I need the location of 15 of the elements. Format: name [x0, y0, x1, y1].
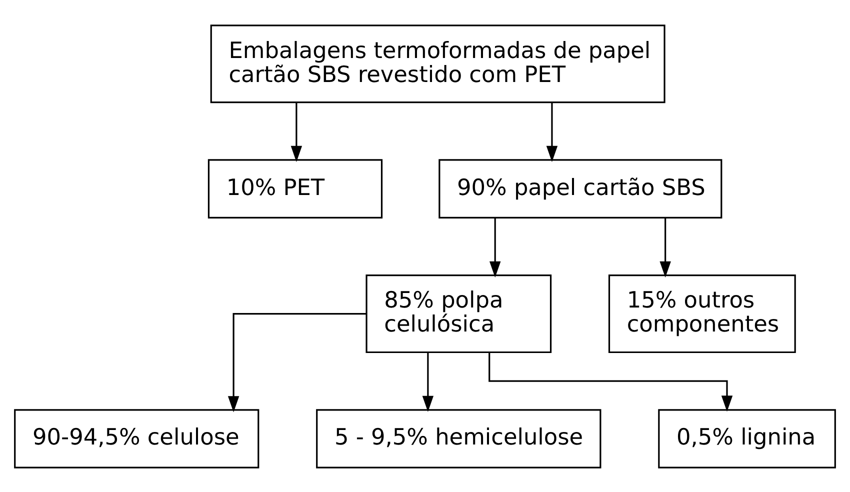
- node-box: 10% PET: [208, 158, 383, 218]
- node-box: Embalagens termoformadas de papel cartão SBS revestido com PET: [210, 24, 666, 103]
- arrow: [228, 312, 366, 412]
- node-box: 0,5% lignina: [658, 408, 836, 468]
- node-box: 90% papel cartão SBS: [438, 158, 722, 218]
- arrow: [488, 352, 733, 412]
- arrow: [660, 217, 671, 277]
- node-box: 85% polpa celulósica: [366, 274, 552, 353]
- node-box: 90-94,5% celulose: [14, 408, 260, 468]
- node-box: 5 - 9,5% hemicelulose: [316, 408, 602, 468]
- arrow: [290, 102, 302, 162]
- node-box: 15% outros componentes: [608, 274, 796, 353]
- arrow: [489, 217, 501, 277]
- arrow: [546, 102, 558, 162]
- arrow: [422, 352, 434, 412]
